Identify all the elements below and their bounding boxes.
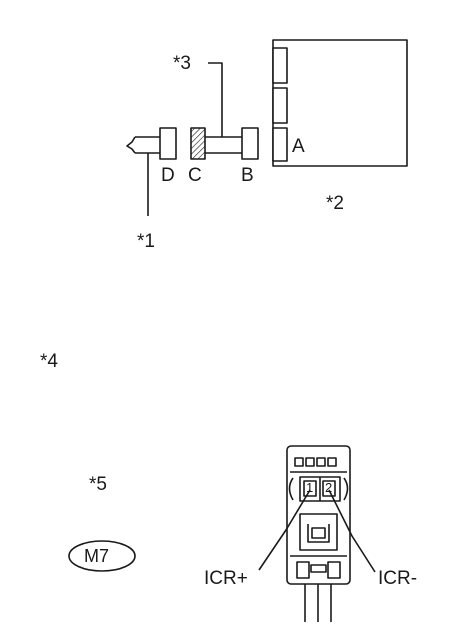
connector-c [190,127,206,160]
callout-5: *5 [89,474,107,495]
callout-2: *2 [326,193,344,214]
callout-4: *4 [40,351,58,372]
terminal-icr-minus: ICR- [378,568,418,589]
pin-2-cavity [322,480,336,497]
callout-3: *3 [173,53,191,74]
icr-minus-leader [328,489,376,573]
pin-2-label: 2 [325,480,333,495]
connector-d [159,127,177,160]
callout-1: *1 [137,231,155,252]
connector-label-a: A [292,136,305,157]
component-tab-middle [272,87,288,124]
icr-plus-leader [258,489,311,571]
terminal-icr-plus: ICR+ [204,568,248,589]
m7-oval [68,540,136,572]
pin-1-cavity [303,480,317,497]
connector-a-socket [272,127,288,162]
component-box [272,39,408,167]
component-tab-upper [272,47,288,84]
connector-b [241,127,259,160]
connector-code-m7: M7 [84,546,110,566]
connector-label-d: D [161,165,175,186]
connector-front-view [286,445,351,622]
connector-label-c: C [188,165,202,186]
wire-break-mark [126,136,160,154]
harness-body [205,136,242,154]
leader-line-3 [208,62,223,137]
pin-1-label: 1 [306,480,314,495]
connector-label-b: B [241,165,254,186]
